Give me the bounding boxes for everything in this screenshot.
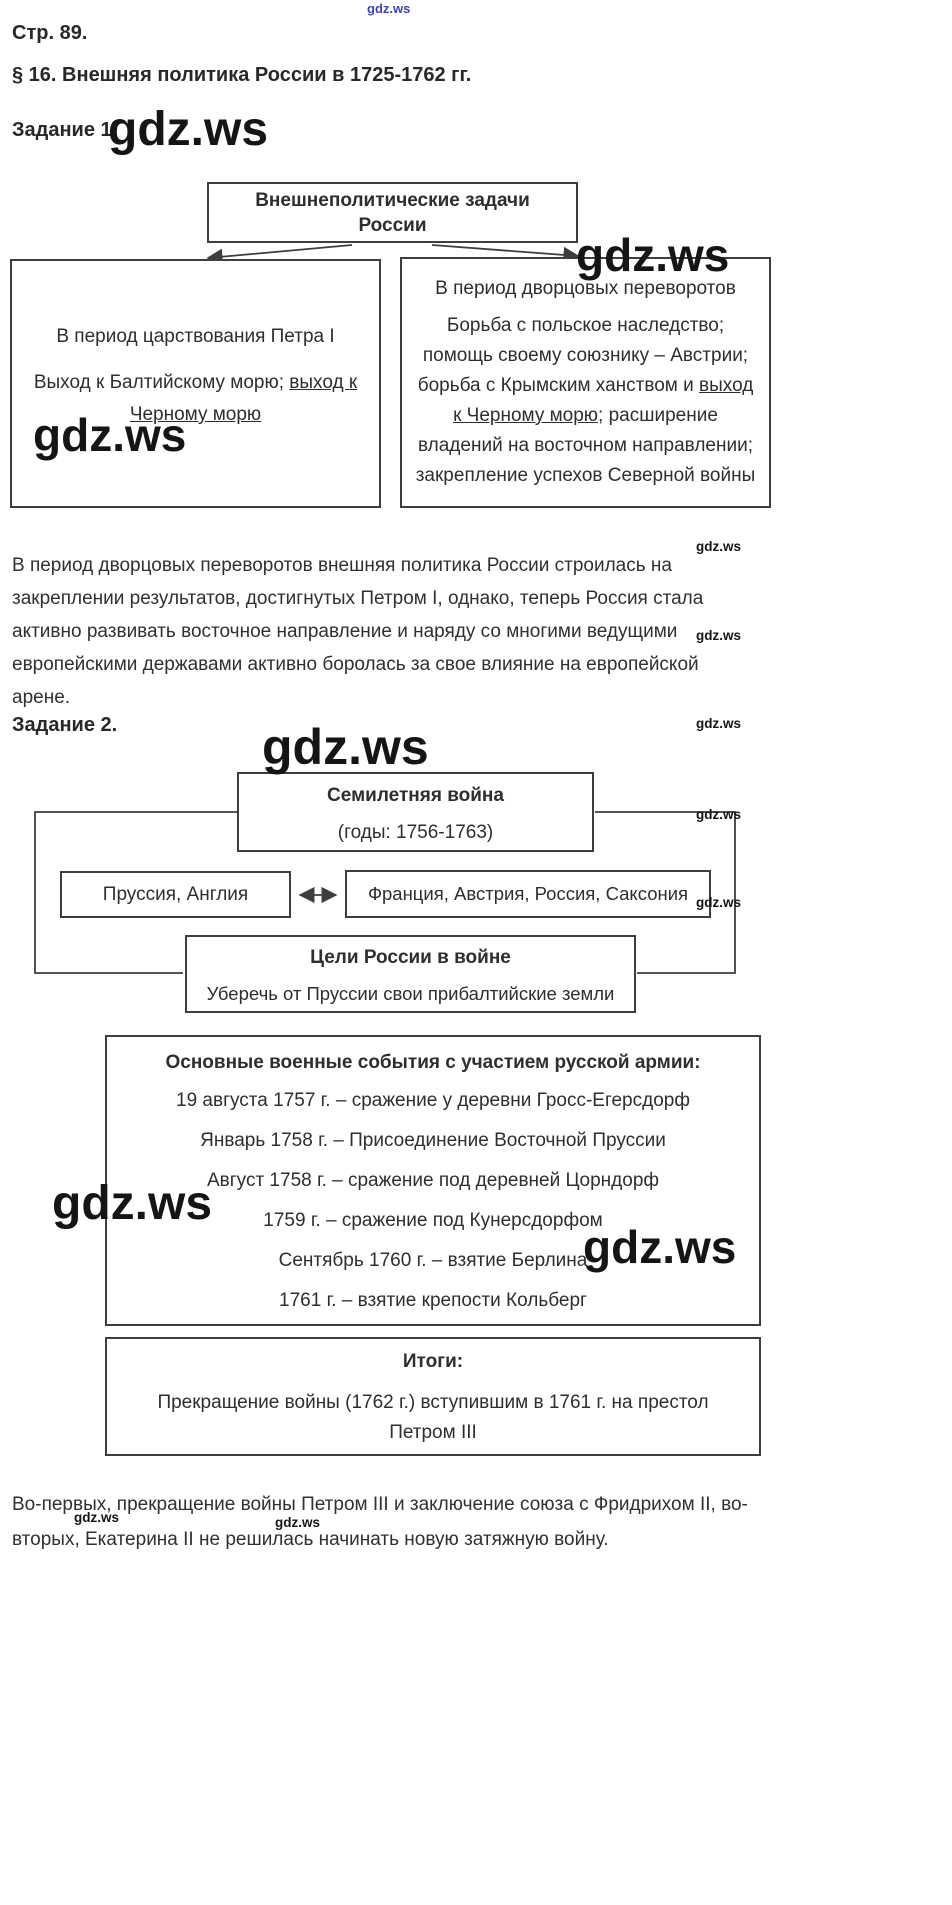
results-title: Итоги:: [402, 1351, 464, 1372]
watermark-top: gdz.ws: [367, 1, 411, 16]
section-title: § 16. Внешняя политика России в 1725-176…: [12, 64, 472, 86]
task1-label: Задание 1.: [12, 119, 118, 141]
event-item: 1761 г. – взятие крепости Кольберг: [279, 1290, 587, 1311]
watermark: gdz.ws: [262, 719, 429, 775]
events-title: Основные военные события с участием русс…: [165, 1052, 701, 1073]
alliance-right-label: Франция, Австрия, Россия, Саксония: [367, 883, 689, 904]
alliance-left-box: Пруссия, Англия: [60, 871, 291, 918]
peter-box-body: Выход к Балтийскому морю; выход к Черном…: [28, 367, 363, 431]
alliance-left-label: Пруссия, Англия: [102, 883, 249, 905]
diagram1-root-title: Внешнеполитические задачи России: [255, 189, 530, 236]
results-box: Итоги: Прекращение войны (1762 г.) вступ…: [105, 1337, 761, 1456]
arrow-root-to-right: [431, 244, 580, 263]
event-item: Август 1758 г. – сражение под деревней Ц…: [206, 1170, 660, 1191]
watermark: gdz.ws: [33, 409, 187, 461]
peter-box-body-underlined: выход к Черному морю: [129, 372, 358, 425]
peter-box-body-plain: Выход к Балтийскому морю;: [33, 372, 290, 393]
coups-box-body-start: Борьба с польское наследство; помощь сво…: [417, 315, 749, 396]
coups-box-body: Борьба с польское наследство; помощь сво…: [415, 311, 756, 491]
watermark: gdz.ws: [583, 1221, 737, 1273]
watermark: gdz.ws: [696, 716, 742, 731]
war-years: (годы: 1756-1763): [337, 822, 494, 843]
event-item: Январь 1758 г. – Присоединение Восточной…: [200, 1130, 666, 1151]
goals-box: Цели России в войне Уберечь от Пруссии с…: [185, 935, 636, 1013]
diagram1-coups-box: В период дворцовых переворотов Борьба с …: [400, 257, 771, 508]
alliance-right-box: Франция, Австрия, Россия, Саксония: [345, 870, 711, 918]
diagram1-peter-box: В период царствования Петра I Выход к Ба…: [10, 259, 381, 508]
watermark: gdz.ws: [108, 103, 269, 156]
watermark: gdz.ws: [576, 229, 730, 281]
results-body: Прекращение войны (1762 г.) вступившим в…: [157, 1392, 709, 1443]
peter-box-title: В период царствования Петра I: [56, 326, 335, 347]
watermark: gdz.ws: [696, 539, 742, 554]
coups-box-body-end: ; расширение владений на восточном напра…: [415, 405, 756, 486]
event-item: 1759 г. – сражение под Кунерсдорфом: [263, 1210, 603, 1231]
coups-box-body-underlined: выход к Черному морю: [453, 375, 754, 426]
watermark: gdz.ws: [74, 1510, 120, 1525]
diagram1-root-box: Внешнеполитические задачи России: [207, 182, 578, 243]
goals-body: Уберечь от Пруссии свои прибалтийские зе…: [206, 983, 615, 1004]
coups-box-title: В период дворцовых переворотов: [435, 278, 736, 299]
arrow-root-to-left: [206, 244, 353, 265]
events-box: Основные военные события с участием русс…: [105, 1035, 761, 1326]
task2-label: Задание 2.: [12, 714, 118, 736]
war-box: Семилетняя война (годы: 1756-1763): [237, 772, 594, 852]
page-number-label: Стр. 89.: [12, 22, 88, 44]
event-item: Сентябрь 1760 г. – взятие Берлина: [278, 1250, 588, 1271]
event-item: 19 августа 1757 г. – сражение у деревни …: [176, 1090, 690, 1111]
events-list: 19 августа 1757 г. – сражение у деревни …: [107, 1091, 759, 1310]
war-title: Семилетняя война: [327, 785, 504, 806]
task1-answer-paragraph: В период дворцовых переворотов внешняя п…: [12, 555, 704, 708]
watermark: gdz.ws: [696, 895, 742, 910]
watermark: gdz.ws: [275, 1515, 321, 1530]
watermark: gdz.ws: [52, 1177, 213, 1230]
goals-title: Цели России в войне: [310, 947, 511, 968]
task2-answer-paragraph: Во-первых, прекращение войны Петром III …: [12, 1494, 748, 1550]
watermark: gdz.ws: [696, 807, 742, 822]
watermark: gdz.ws: [696, 628, 742, 643]
